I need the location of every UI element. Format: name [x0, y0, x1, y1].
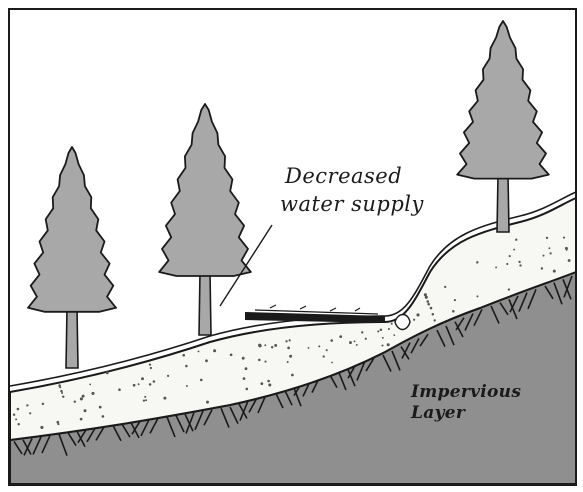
callout-label-line2: water supply — [280, 192, 424, 216]
callout-label-line1: Decreased — [284, 164, 402, 188]
layer-label-line1: Impervious — [410, 382, 521, 402]
layer-label-line2: Layer — [410, 403, 466, 423]
wet-spot — [395, 315, 410, 330]
